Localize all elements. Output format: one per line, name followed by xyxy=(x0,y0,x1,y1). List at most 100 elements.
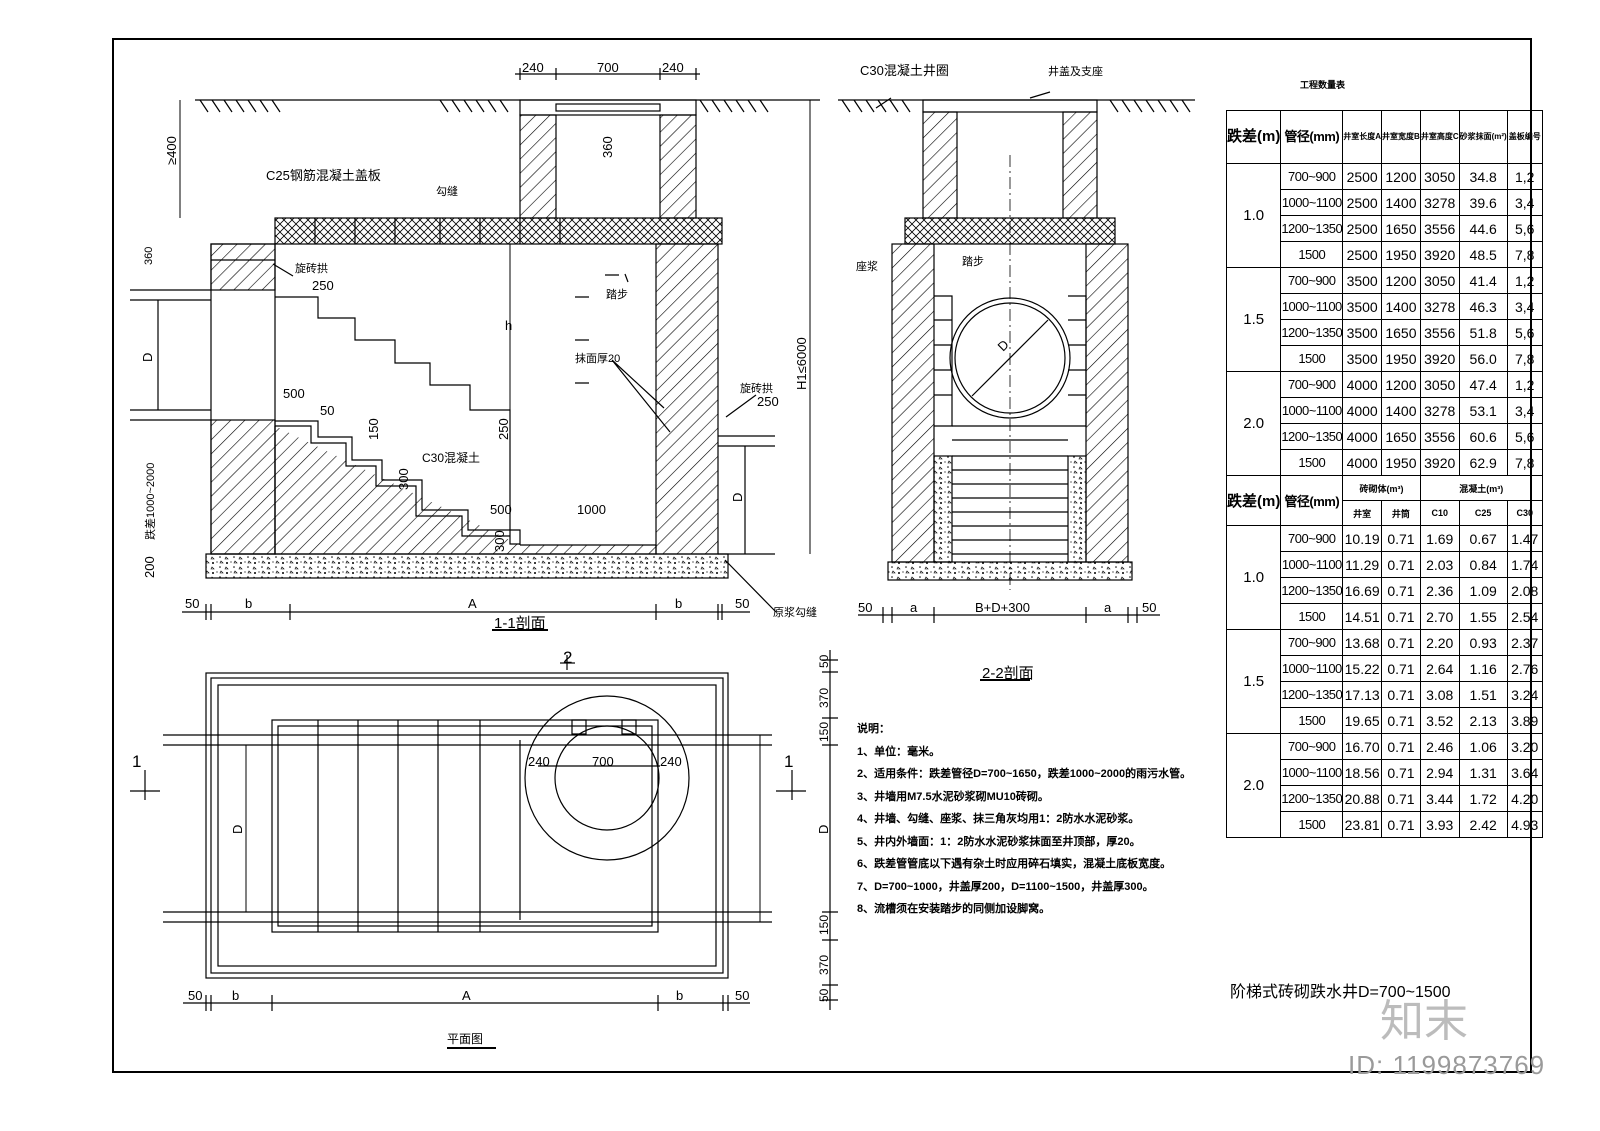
table-cell: 1.09 xyxy=(1458,577,1508,604)
table-cell: 1.69 xyxy=(1419,525,1460,552)
table-cell: 3,4 xyxy=(1506,293,1543,320)
dim-1000: 1000 xyxy=(577,502,606,517)
table-cell: 3500 xyxy=(1342,293,1383,320)
table-cell: 700~900 xyxy=(1280,371,1344,398)
table-cell: 1650 xyxy=(1381,423,1421,450)
c25-slab-label: C25钢筋混凝土盖板 xyxy=(266,168,381,183)
dim-500-a: 500 xyxy=(283,386,305,401)
step-label: 踏步 xyxy=(606,287,628,301)
note-line: 5、井内外墙面：1：2防水水泥砂浆抹面至井顶部，厚20。 xyxy=(857,835,1141,848)
table-cell: 1.74 xyxy=(1506,551,1543,578)
table-cell: 1500 xyxy=(1280,345,1344,372)
table-cell: 2.64 xyxy=(1419,655,1460,682)
cut-mark-1-right: 1 xyxy=(784,752,794,771)
table-cell: 700~900 xyxy=(1280,267,1344,294)
plan-right-dim-D: D xyxy=(816,825,831,834)
table-cell: 1950 xyxy=(1381,241,1421,268)
plaster-label: 抹面厚20 xyxy=(575,352,620,365)
plan-dim-700: 700 xyxy=(592,754,614,769)
table-cell: 4.20 xyxy=(1506,785,1543,812)
table-cell: 井室高度C xyxy=(1419,110,1460,164)
table-cell: 1400 xyxy=(1381,397,1421,424)
table-cell: 1.0 xyxy=(1225,163,1282,268)
table-cell: 1,2 xyxy=(1506,163,1543,190)
table-cell: 1200 xyxy=(1381,371,1421,398)
sec2-dim-50-a: 50 xyxy=(858,600,872,615)
table-cell: 2.03 xyxy=(1419,551,1460,578)
sec2-dim-a-2: a xyxy=(1104,600,1112,615)
table-cell: 700~900 xyxy=(1280,629,1344,656)
table-cell: 1000~1100 xyxy=(1280,551,1344,578)
plan-right-370-a: 370 xyxy=(817,688,831,708)
table-cell: 2.76 xyxy=(1506,655,1543,682)
table-cell: 0.71 xyxy=(1381,603,1421,630)
base-dim-b-1: b xyxy=(245,596,252,611)
table-cell: 3.08 xyxy=(1419,681,1460,708)
table-cell: 1.16 xyxy=(1458,655,1508,682)
table-cell: 3.20 xyxy=(1506,733,1543,760)
table-cell: C25 xyxy=(1458,500,1508,526)
section-2-2-caption: 2-2剖面 xyxy=(982,665,1034,682)
table-cell: 44.6 xyxy=(1458,215,1508,242)
table-cell: 0.71 xyxy=(1381,733,1421,760)
table-cell: 0.71 xyxy=(1381,551,1421,578)
table-cell: 17.13 xyxy=(1342,681,1383,708)
table-cell: 3.52 xyxy=(1419,707,1460,734)
step-label-2: 踏步 xyxy=(962,254,984,268)
table-cell: 1,2 xyxy=(1506,371,1543,398)
table-cell: 4000 xyxy=(1342,449,1383,476)
table-cell: 1650 xyxy=(1381,319,1421,346)
note-line: 2、适用条件：跌差管径D=700~1650，跌差1000~2000的雨污水管。 xyxy=(857,768,1192,780)
base-dim-50-a: 50 xyxy=(185,596,199,611)
dim-ge400: ≥400 xyxy=(164,136,179,165)
table-cell: 51.8 xyxy=(1458,319,1508,346)
note-line: 1、单位：毫米。 xyxy=(857,745,941,758)
table-cell: 3,4 xyxy=(1506,189,1543,216)
table-cell: 23.81 xyxy=(1342,811,1383,838)
table-cell: 47.4 xyxy=(1458,371,1508,398)
section-1-1 xyxy=(130,68,820,631)
dim-240-b: 240 xyxy=(662,60,684,75)
table-cell: 1500 xyxy=(1280,811,1344,838)
table-cell: 1650 xyxy=(1381,215,1421,242)
table-cell: 3278 xyxy=(1419,397,1460,424)
dim-240-a: 240 xyxy=(522,60,544,75)
table-cell: 46.3 xyxy=(1458,293,1508,320)
plan-dim-240-a: 240 xyxy=(528,754,550,769)
table-cell: 1,2 xyxy=(1506,267,1543,294)
image-id: ID: 1199873769 xyxy=(1348,1050,1546,1080)
notes-heading: 说明： xyxy=(857,723,890,735)
table-cell: 1400 xyxy=(1381,293,1421,320)
table-cell: 13.68 xyxy=(1342,629,1383,656)
table-cell: 3920 xyxy=(1419,345,1460,372)
table-cell: 2.37 xyxy=(1506,629,1543,656)
table-cell: 10.19 xyxy=(1342,525,1383,552)
plan-right-50-b: 50 xyxy=(817,988,831,1002)
table-cell: 0.71 xyxy=(1381,681,1421,708)
table-cell: 1.5 xyxy=(1225,629,1282,734)
table-cell: 0.71 xyxy=(1381,759,1421,786)
plan-right-150-b: 150 xyxy=(817,915,831,935)
table-cell: 0.67 xyxy=(1458,525,1508,552)
table-cell: 4000 xyxy=(1342,423,1383,450)
watermark-logo: 知末 xyxy=(1380,996,1468,1047)
c30-ring-label: C30混凝土井圈 xyxy=(860,63,949,78)
table-cell: 0.71 xyxy=(1381,785,1421,812)
plan-dim-50-b: 50 xyxy=(735,988,749,1003)
table-cell: 1.06 xyxy=(1458,733,1508,760)
table-cell: 2500 xyxy=(1342,163,1383,190)
table-cell: 管径(mm) xyxy=(1280,475,1344,526)
table-cell: 1200~1350 xyxy=(1280,423,1344,450)
table-cell: 3.64 xyxy=(1506,759,1543,786)
table-cell: 2.94 xyxy=(1419,759,1460,786)
dim-h: h xyxy=(505,318,512,333)
table-cell: 2.54 xyxy=(1506,603,1543,630)
table-cell: 3.24 xyxy=(1506,681,1543,708)
